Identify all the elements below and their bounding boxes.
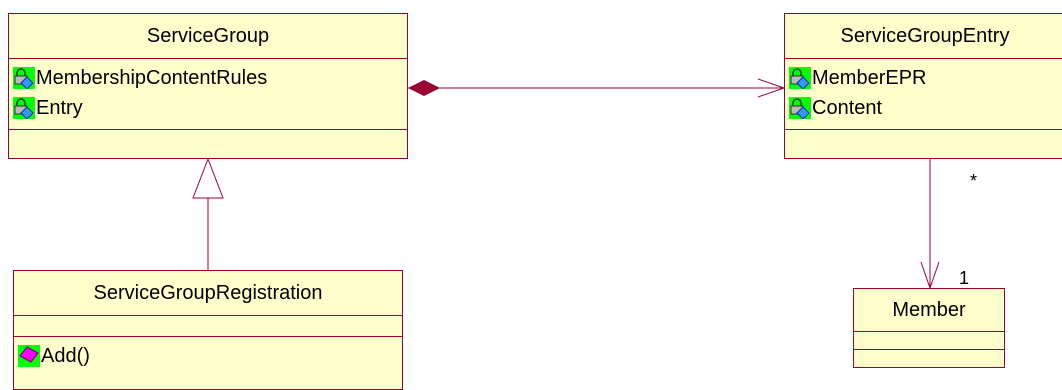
class-name: ServiceGroupEntry (785, 14, 1062, 59)
class-name: Member (854, 289, 1004, 332)
attribute-label: Content (812, 96, 883, 119)
attribute-label: MembershipContentRules (36, 66, 268, 89)
attribute-row[interactable]: MembershipContentRules (13, 63, 407, 93)
member-class[interactable]: Member (853, 288, 1005, 368)
multiplicity-one: 1 (959, 268, 970, 288)
service-group-entry-class[interactable]: ServiceGroupEntry MemberEPR Content (784, 13, 1062, 159)
generalization-triangle (192, 157, 224, 199)
operation-row[interactable]: Add() (18, 341, 402, 371)
attribute-compartment: MembershipContentRules Entry (9, 59, 407, 130)
locked-attribute-icon (789, 97, 811, 120)
class-name: ServiceGroupRegistration (14, 271, 402, 316)
attribute-row[interactable]: MemberEPR (789, 63, 1062, 93)
attribute-compartment: MemberEPR Content (785, 59, 1062, 130)
attribute-label: MemberEPR (812, 66, 927, 89)
multiplicity-many: * (970, 171, 978, 191)
attribute-row[interactable]: Content (789, 93, 1062, 123)
service-group-class[interactable]: ServiceGroup MembershipContentRules Entr… (8, 13, 408, 159)
service-group-registration-class[interactable]: ServiceGroupRegistration Add() (13, 270, 403, 390)
locked-attribute-icon (13, 67, 35, 90)
attribute-compartment (14, 316, 402, 337)
attribute-compartment (854, 332, 1004, 350)
attribute-label: Entry (36, 96, 83, 119)
attribute-row[interactable]: Entry (13, 93, 407, 123)
operation-label: Add() (41, 344, 90, 367)
class-name: ServiceGroup (9, 14, 407, 59)
locked-attribute-icon (789, 67, 811, 90)
operation-icon (18, 345, 40, 367)
relationship-lines (192, 78, 940, 290)
composition-diamond (408, 80, 440, 96)
operation-compartment: Add() (14, 337, 402, 371)
locked-attribute-icon (13, 97, 35, 120)
